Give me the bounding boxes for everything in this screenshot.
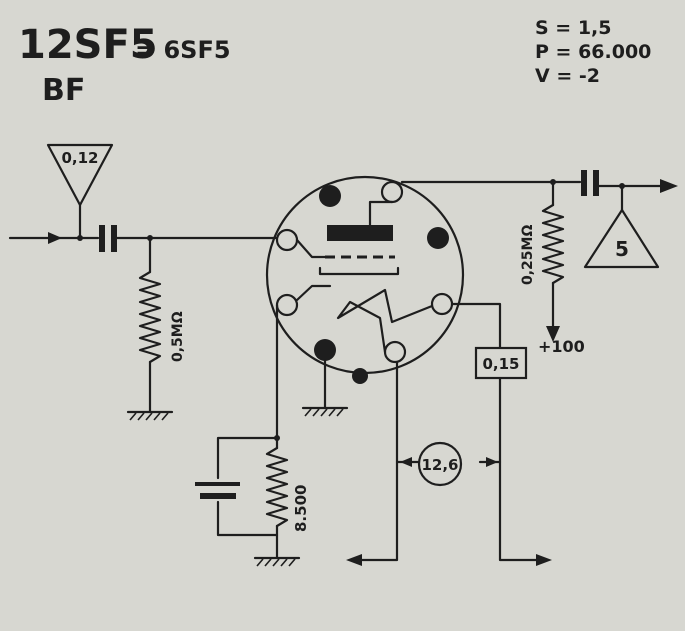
input-triangle-label: 0,12 <box>61 149 98 167</box>
input-line <box>8 232 100 244</box>
grid-resistor: 0,5MΩ <box>138 236 186 414</box>
grid-resistor-label: 0,5MΩ <box>170 311 186 362</box>
input-capacitor <box>99 225 284 252</box>
output-capacitor <box>581 170 678 212</box>
tube-pin-grid <box>275 228 299 252</box>
tube-socket <box>265 175 465 384</box>
output-triangle-label: 5 <box>615 237 629 261</box>
tube-cathode <box>318 266 400 276</box>
tube-pin-heater-a <box>383 340 407 364</box>
param-p: P = 66.000 <box>535 41 651 63</box>
tube-pin-plate <box>380 180 404 204</box>
ground-symbol-cathode <box>253 556 301 567</box>
tube-heater <box>336 288 434 354</box>
heater-in-arrow-icon <box>346 554 362 566</box>
tube-pin-1 <box>319 185 341 207</box>
cathode-circuit: 8.500 <box>195 303 310 560</box>
heater-out-arrow-icon <box>536 554 552 566</box>
input-gain-triangle: 0,12 <box>46 143 114 240</box>
heater-voltage-circle: 12,6 <box>417 441 463 487</box>
tube-pin-heater-b <box>430 292 454 316</box>
plate-resistor-label: 0,25MΩ <box>520 225 536 285</box>
plate-resistor: 0,25MΩ +100 <box>520 180 585 356</box>
param-s: S = 1,5 <box>535 17 612 39</box>
tube-function-label: BF <box>42 73 85 108</box>
supply-arrow-icon <box>546 326 560 342</box>
tube-pin-3 <box>427 227 449 249</box>
tube-equivalent: = 6SF5 <box>135 36 231 64</box>
tube-pin-ground <box>314 339 336 361</box>
output-gain-triangle: 5 <box>583 208 660 269</box>
ground-symbol-tube <box>301 358 349 417</box>
supply-voltage-label: +100 <box>538 337 585 356</box>
heater-current-label: 0,15 <box>482 355 519 373</box>
param-v: V = -2 <box>535 65 600 87</box>
heater-voltage-label: 12,6 <box>421 456 458 474</box>
cathode-resistor-label: 8.500 <box>292 485 310 532</box>
tube-type-title: 12SF5 <box>18 22 158 68</box>
heater-current-box: 0,15 <box>474 346 528 380</box>
input-arrow-icon <box>48 232 62 244</box>
tube-plate <box>327 225 393 241</box>
tube-pin-cathode <box>275 293 299 317</box>
tube-key-icon <box>352 368 368 384</box>
ground-symbol-grid <box>126 410 174 421</box>
heater-wiring <box>346 302 552 566</box>
output-arrow-icon <box>660 179 678 193</box>
